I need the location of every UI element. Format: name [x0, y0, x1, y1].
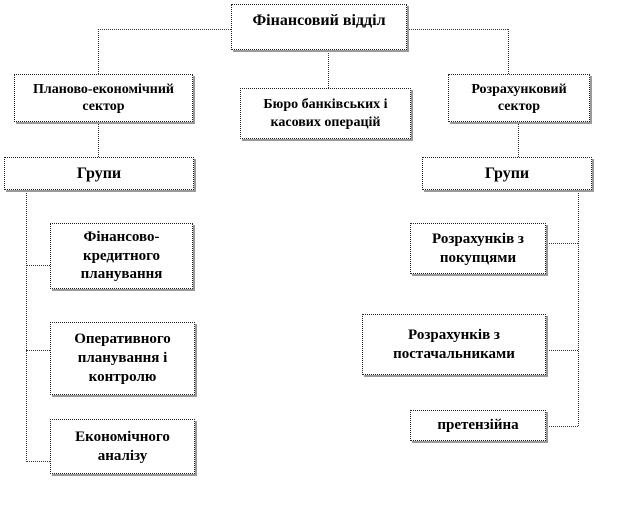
connector [98, 29, 231, 30]
root-finance-department: Фінансовий відділ [231, 4, 407, 50]
connector [98, 29, 99, 74]
department-label: Планово-економічний сектор [32, 81, 174, 115]
groups-label: Групи [484, 164, 530, 182]
group-label: претензійна [437, 417, 519, 434]
left-groups-header: Групи [4, 157, 194, 190]
connector [26, 350, 50, 351]
group-operational-planning-control: Оперативного планування і контролю [50, 322, 195, 395]
department-label: Бюро банківських і касових операцій [263, 97, 388, 130]
connector [508, 29, 509, 74]
connector [407, 29, 508, 30]
department-label: Розрахунковий сектор [471, 81, 567, 115]
group-claims: претензійна [410, 410, 546, 441]
connector [26, 461, 50, 462]
group-label: Оперативного планування і контролю [74, 331, 171, 385]
connector [546, 243, 578, 244]
group-economic-analysis: Економічного аналізу [50, 419, 195, 474]
connector [546, 426, 578, 427]
settlement-sector: Розрахунковий сектор [448, 74, 590, 122]
groups-label: Групи [76, 164, 122, 182]
group-customer-settlements: Розрахунків з покупцями [410, 223, 546, 274]
connector [26, 265, 50, 266]
group-label: Фінансово-кредитного планування [80, 228, 163, 283]
connector [98, 122, 99, 157]
group-supplier-settlements: Розрахунків з постачальниками [362, 314, 546, 375]
connector [578, 190, 579, 426]
connector [26, 190, 27, 462]
group-label: Розрахунків з покупцями [432, 230, 524, 266]
connector [518, 122, 519, 157]
right-groups-header: Групи [422, 157, 592, 190]
connector [328, 50, 329, 88]
group-label: Економічного аналізу [75, 428, 170, 464]
group-label: Розрахунків з постачальниками [393, 326, 515, 362]
root-label: Фінансовий відділ [252, 12, 386, 29]
planning-economic-sector: Планово-економічний сектор [14, 74, 193, 122]
bank-cash-operations-bureau: Бюро банківських і касових операцій [240, 88, 411, 139]
group-financial-credit-planning: Фінансово-кредитного планування [50, 223, 193, 289]
connector [546, 350, 578, 351]
